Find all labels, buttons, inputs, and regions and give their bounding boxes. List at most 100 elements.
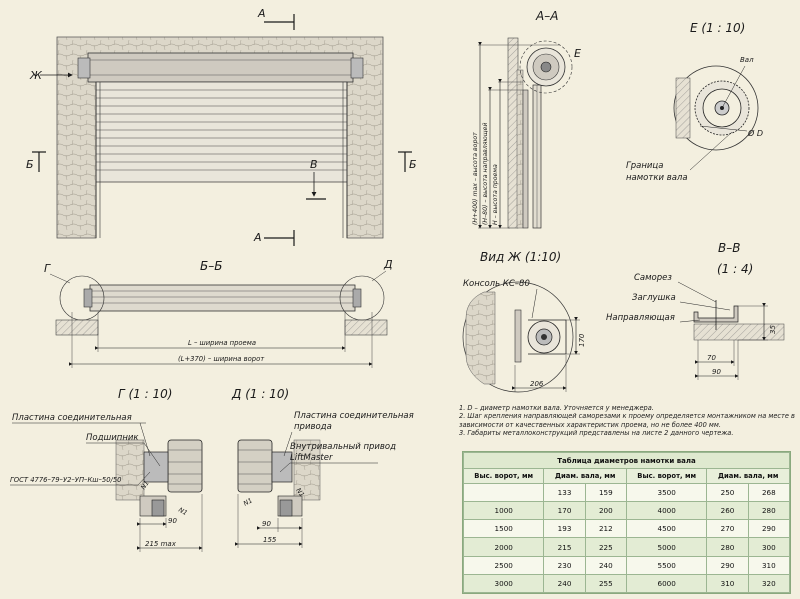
table-row: 2500 230 240 5500 290 310 bbox=[462, 555, 791, 575]
front-view: Ж А А Б Б В bbox=[26, 7, 417, 246]
section-bb: Б–Б Г Д L – ширина проема (L+370) – шири… bbox=[44, 258, 393, 368]
vv-napr-label: Направляющая bbox=[606, 313, 675, 323]
detail-d-dim-90: 90 bbox=[262, 520, 271, 528]
arrow-b-left-label: Б bbox=[26, 158, 34, 171]
note-3: 3. Габариты металлоконструкций представл… bbox=[459, 428, 734, 437]
table-cell: 225 bbox=[584, 537, 627, 557]
note-2: 2. Шаг крепления направляющей саморезами… bbox=[459, 412, 795, 429]
table-cell: 200 bbox=[584, 501, 627, 521]
view-zh: Вид Ж (1:10) Консоль КС–80 170 206 bbox=[462, 250, 586, 393]
detail-e-phi-label: Ø D bbox=[747, 128, 763, 138]
section-aa: А–А (H+400) max – высота ворот (H–80) – … bbox=[472, 9, 581, 229]
table-row: 1500 193 212 4500 270 290 bbox=[462, 519, 791, 539]
arrow-v-label: В bbox=[310, 158, 318, 171]
detail-d-drive-line2: LiftMaster bbox=[290, 453, 333, 463]
detail-g: Г (1 : 10) Пластина соединительная Подши… bbox=[10, 387, 203, 552]
bb-dim-l: L – ширина проема bbox=[188, 339, 256, 347]
table-cell: 3500 bbox=[625, 482, 708, 503]
table-cell: 255 bbox=[584, 573, 627, 594]
detail-d-plate-line1: Пластина соединительная bbox=[294, 411, 414, 421]
table-header: Диам. вала, мм bbox=[543, 468, 627, 484]
vv-dim-90: 90 bbox=[712, 368, 721, 376]
table-cell: 260 bbox=[706, 501, 749, 521]
table-cell: 5000 bbox=[625, 537, 708, 557]
table-cell: 2000 bbox=[462, 537, 545, 557]
detail-d-drive-line1: Внутривальный привод bbox=[290, 442, 396, 452]
dim-vertical-2: (H–80) – высота направляющей bbox=[482, 123, 489, 225]
table-header: Диам. вала, мм bbox=[706, 468, 790, 484]
arrow-b-right-label: Б bbox=[409, 158, 417, 171]
table-cell: 310 bbox=[747, 555, 791, 575]
view-zh-dim-170: 170 bbox=[578, 333, 586, 347]
detail-e: Е (1 : 10) Вал Ø D Граница намотки вала bbox=[626, 21, 763, 183]
section-vv: В–В (1 : 4) Саморез Заглушка Направляюща… bbox=[606, 241, 785, 380]
table-row: 1000 170 200 4000 260 280 bbox=[462, 501, 791, 521]
section-aa-wall bbox=[507, 37, 519, 229]
vv-zaglushka-label: Заглушка bbox=[632, 293, 676, 303]
view-zh-dim-206: 206 bbox=[530, 380, 544, 388]
table-cell: 290 bbox=[706, 555, 749, 575]
view-zh-console-label: Консоль КС–80 bbox=[463, 279, 530, 289]
table-cell: 4500 bbox=[625, 519, 708, 539]
section-a-bottom-label: А bbox=[253, 231, 262, 244]
section-bb-title: Б–Б bbox=[200, 259, 222, 273]
section-vv-title: В–В bbox=[718, 241, 740, 255]
diameter-table-title: Таблица диаметров намотки вала bbox=[463, 452, 790, 469]
drawing-notes: 1. D – диаметр намотки вала. Уточняется … bbox=[459, 404, 795, 437]
detail-d-dim-155: 155 bbox=[263, 536, 277, 544]
detail-g-dim-215: 215 max bbox=[145, 540, 177, 548]
table-cell: 320 bbox=[747, 573, 791, 594]
table-cell: 230 bbox=[543, 555, 586, 575]
table-cell: 300 bbox=[747, 537, 791, 557]
table-header: Выс. ворот, мм bbox=[462, 468, 545, 484]
table-cell: 5500 bbox=[625, 555, 708, 575]
detail-g-plate-label: Пластина соединительная bbox=[12, 413, 132, 423]
section-a-top-label: А bbox=[257, 7, 266, 20]
table-row: 3000 240 255 6000 310 320 bbox=[462, 573, 791, 594]
section-aa-e-mark: Е bbox=[574, 47, 581, 60]
section-vv-scale: (1 : 4) bbox=[717, 262, 753, 276]
table-cell: 193 bbox=[543, 519, 586, 539]
table-cell: 240 bbox=[584, 555, 627, 575]
detail-d-n1-d: N1 bbox=[294, 487, 306, 499]
table-cell: 1500 bbox=[462, 519, 545, 539]
detail-e-val-label: Вал bbox=[740, 56, 754, 64]
detail-g-n1-a: N1 bbox=[139, 479, 151, 491]
table-header: Выс. ворот, мм bbox=[625, 468, 708, 484]
diameter-table-wrap: Таблица диаметров намотки вала Выс. воро… bbox=[462, 451, 791, 594]
table-cell: 268 bbox=[747, 482, 791, 503]
bb-g-label: Г bbox=[44, 262, 51, 275]
detail-g-n1-b: N1 bbox=[177, 506, 189, 517]
section-aa-title: А–А bbox=[535, 9, 558, 23]
table-cell: 310 bbox=[706, 573, 749, 594]
table-cell: 280 bbox=[747, 501, 791, 521]
dim-vertical-1: (H+400) max – высота ворот bbox=[472, 132, 479, 225]
bb-dim-l370: (L+370) – ширина ворот bbox=[178, 355, 265, 363]
vv-dim-70: 70 bbox=[707, 354, 716, 362]
table-cell: 290 bbox=[747, 519, 791, 539]
detail-d-title: Д (1 : 10) bbox=[231, 387, 289, 401]
detail-e-title: Е (1 : 10) bbox=[690, 21, 745, 35]
table-cell: 250 bbox=[706, 482, 749, 503]
detail-g-dim-90: 90 bbox=[168, 517, 177, 525]
table-cell: 2500 bbox=[462, 555, 545, 575]
diameter-table: Таблица диаметров намотки вала Выс. воро… bbox=[462, 452, 791, 594]
table-cell: 133 bbox=[543, 482, 586, 503]
detail-e-border-line2: намотки вала bbox=[626, 173, 688, 183]
table-cell: 1000 bbox=[462, 501, 545, 521]
note-1: 1. D – диаметр намотки вала. Уточняется … bbox=[459, 404, 654, 412]
table-cell: 240 bbox=[543, 573, 586, 594]
vv-samorez-label: Саморез bbox=[634, 273, 672, 283]
door-box bbox=[87, 52, 354, 83]
vv-dim-35: 35 bbox=[769, 325, 777, 334]
view-zh-title: Вид Ж (1:10) bbox=[480, 250, 561, 264]
detail-g-gost-label: ГОСТ 4776–79–У2–УП–Кш–50/50 bbox=[10, 476, 122, 484]
arrow-zh-label: Ж bbox=[29, 69, 43, 82]
door-slats bbox=[95, 81, 348, 183]
detail-d-n1-c: N1 bbox=[242, 496, 254, 507]
table-cell: 212 bbox=[584, 519, 627, 539]
dim-vertical-3: H – высота проема bbox=[492, 164, 499, 225]
table-cell: 270 bbox=[706, 519, 749, 539]
table-row: 133 159 3500 250 268 bbox=[462, 482, 791, 503]
